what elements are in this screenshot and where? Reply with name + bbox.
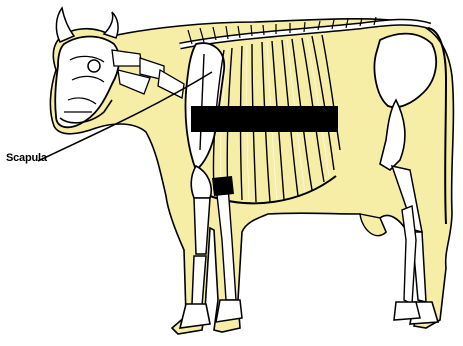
front-hoof-near [180,304,210,328]
scapula-label: Scapula [6,152,47,164]
hind-hoof-near [394,302,420,320]
horn-right [104,12,118,38]
black-bar [191,106,338,132]
horn-left [56,8,74,42]
hind-leg-near [402,206,416,304]
eye-socket [88,60,100,72]
elbow-joint [212,176,234,196]
front-hoof-far [216,300,242,322]
